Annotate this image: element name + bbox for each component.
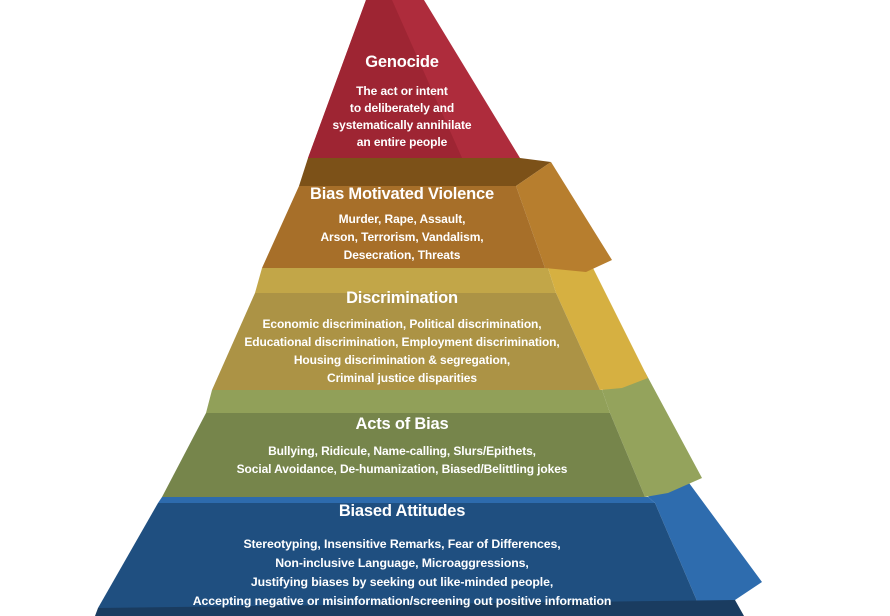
acts-of-bias-front-face <box>162 413 645 497</box>
acts-of-bias-side-face <box>602 372 702 497</box>
discrimination-top-bevel <box>255 268 556 293</box>
biased-attitudes-front-face <box>98 503 700 608</box>
level-discrimination <box>212 262 648 390</box>
biased-attitudes-top-bevel <box>158 497 655 503</box>
biased-attitudes-bottom-edge <box>95 600 744 616</box>
bias-motivated-violence-front-face <box>262 186 545 268</box>
level-acts-of-bias <box>162 372 702 497</box>
biased-attitudes-side-face <box>648 468 762 608</box>
level-genocide <box>308 0 520 158</box>
discrimination-front-face <box>212 293 600 390</box>
bias-motivated-violence-side-face <box>516 162 612 272</box>
discrimination-side-face <box>548 262 648 390</box>
level-biased-attitudes <box>95 468 762 616</box>
genocide-front-face <box>308 0 462 158</box>
bias-motivated-violence-top-bevel <box>299 158 551 186</box>
level-bias-motivated-violence <box>262 158 612 272</box>
acts-of-bias-top-bevel <box>206 390 610 413</box>
